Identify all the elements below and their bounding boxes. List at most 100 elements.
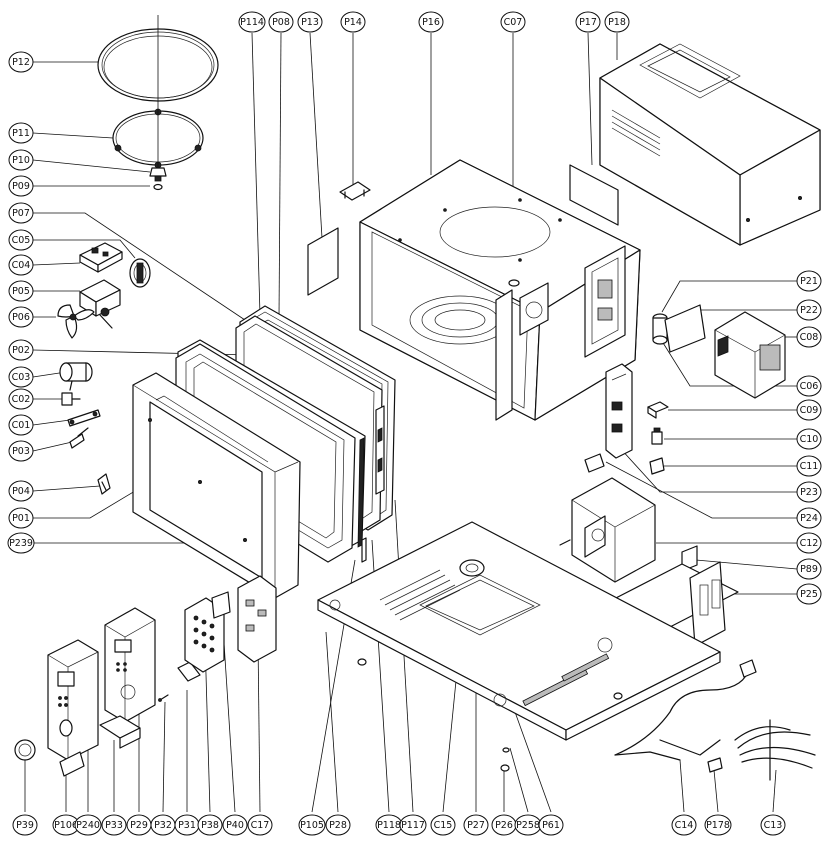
part-c11 (649, 457, 665, 475)
part-c09 (647, 401, 669, 419)
callout-text: P25 (800, 589, 818, 600)
callout-text: P16 (422, 17, 440, 28)
callout-c02: C02 (8, 388, 34, 410)
callout-c03: C03 (8, 366, 34, 388)
callout-p23: P23 (796, 481, 822, 503)
callout-text: C11 (800, 461, 819, 472)
callout-p258: P258 (514, 814, 542, 836)
cover-sheet-p13 (307, 227, 339, 296)
callout-text: C08 (800, 332, 819, 343)
control-board-c17 (237, 575, 277, 663)
callout-p31: P31 (174, 814, 200, 836)
callout-text: P32 (154, 820, 172, 831)
callout-p24: P24 (796, 507, 822, 529)
callout-text: P38 (201, 820, 219, 831)
callout-p105: P105 (298, 814, 326, 836)
wire-harness-c13 (734, 719, 816, 781)
callout-c04: C04 (8, 254, 34, 276)
callout-c14: C14 (671, 814, 697, 836)
callout-p03: P03 (8, 440, 34, 462)
callout-p14: P14 (340, 11, 366, 33)
callout-text: P07 (12, 208, 30, 219)
motor-c15-p27 (459, 559, 485, 577)
callout-text: C17 (251, 820, 270, 831)
callout-text: P26 (495, 820, 513, 831)
callout-p06: P06 (8, 306, 34, 328)
callout-text: C05 (12, 235, 31, 246)
callout-p178: P178 (704, 814, 732, 836)
callout-text: C02 (12, 394, 31, 405)
callout-text: C06 (800, 381, 819, 392)
callout-p117: P117 (399, 814, 427, 836)
callout-text: P33 (105, 820, 123, 831)
bracket-p31 (177, 661, 201, 682)
callout-p106: P106 (52, 814, 80, 836)
label-sheet-p17 (569, 164, 619, 226)
bracket-p23 (605, 363, 633, 459)
callout-text: P118 (377, 820, 401, 831)
magnetron-c08 (714, 311, 786, 399)
transformer-c12 (559, 477, 656, 583)
callout-p33: P33 (101, 814, 127, 836)
callout-c01: C01 (8, 414, 34, 436)
callout-c10: C10 (796, 428, 822, 450)
lever-p03 (69, 427, 89, 449)
clip-p04 (97, 473, 111, 495)
power-cord-c14 (614, 659, 757, 761)
callout-p25: P25 (796, 583, 822, 605)
callout-text: P31 (178, 820, 196, 831)
screw-p32 (158, 694, 169, 702)
callout-text: P240 (76, 820, 100, 831)
callout-text: P105 (300, 820, 324, 831)
capacitor-p21-c06 (652, 313, 668, 345)
callout-p08: P08 (268, 11, 294, 33)
callout-text: P89 (800, 564, 818, 575)
callout-p118: P118 (375, 814, 403, 836)
fan-blade-p06 (57, 304, 95, 339)
callout-text: P239 (9, 538, 33, 549)
outer-case-p18 (599, 43, 821, 246)
board-c04 (79, 242, 123, 273)
callout-text: P12 (12, 57, 30, 68)
callout-text: C12 (800, 538, 819, 549)
fuse-p24 (584, 453, 605, 473)
spring-p118 (361, 537, 367, 563)
motor-c05 (129, 258, 151, 288)
callout-text: C15 (434, 820, 453, 831)
callout-text: P24 (800, 513, 818, 524)
callout-text: C01 (12, 420, 31, 431)
callout-p22: P22 (796, 299, 822, 321)
waveguide-c07 (508, 279, 520, 287)
callout-p01: P01 (8, 507, 34, 529)
callout-text: P258 (516, 820, 540, 831)
callout-c06: C06 (796, 375, 822, 397)
callout-text: P117 (401, 820, 425, 831)
callout-text: P10 (12, 155, 30, 166)
callout-p09: P09 (8, 175, 34, 197)
washer-p09 (153, 183, 163, 191)
base-pan-p28 (317, 521, 721, 741)
callout-text: P39 (16, 820, 34, 831)
callout-text: P28 (329, 820, 347, 831)
callout-p12: P12 (8, 51, 34, 73)
callout-c13: C13 (760, 814, 786, 836)
callout-p21: P21 (796, 270, 822, 292)
callout-p61: P61 (538, 814, 564, 836)
callout-text: P08 (272, 17, 290, 28)
callout-p38: P38 (197, 814, 223, 836)
callout-p18: P18 (604, 11, 630, 33)
callout-p89: P89 (796, 558, 822, 580)
callout-text: P17 (579, 17, 597, 28)
callout-p05: P05 (8, 280, 34, 302)
callout-text: P06 (12, 312, 30, 323)
callout-p239: P239 (7, 532, 35, 554)
callout-text: C07 (504, 17, 523, 28)
door-latch-p117 (375, 405, 385, 495)
callout-c15: C15 (430, 814, 456, 836)
callout-p07: P07 (8, 202, 34, 224)
callout-p29: P29 (126, 814, 152, 836)
callout-text: P09 (12, 181, 30, 192)
capacitor-c03 (59, 362, 93, 391)
callout-text: P01 (12, 513, 30, 524)
callout-text: P04 (12, 486, 30, 497)
